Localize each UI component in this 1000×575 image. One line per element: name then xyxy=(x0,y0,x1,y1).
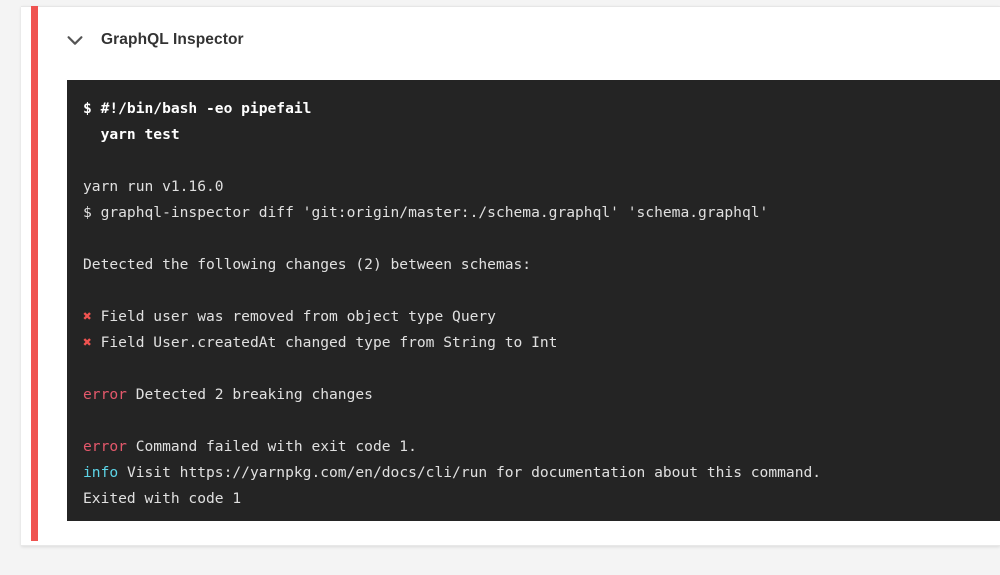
page-title: GraphQL Inspector xyxy=(101,31,244,49)
terminal-token-plain: Detected the following changes (2) betwe… xyxy=(83,256,532,273)
terminal-line-blank-4 xyxy=(83,356,1000,382)
terminal-token-bold: $ #!/bin/bash -eo pipefail xyxy=(83,100,312,117)
terminal-line-change-1: ✖ Field user was removed from object typ… xyxy=(83,304,1000,330)
terminal-token-error: error xyxy=(83,386,127,403)
terminal-line-blank-2 xyxy=(83,226,1000,252)
terminal-line-cmd-yarn-test: yarn test xyxy=(83,122,1000,148)
terminal-lines: $ #!/bin/bash -eo pipefail yarn test yarn… xyxy=(83,96,1000,512)
terminal-line-blank-3 xyxy=(83,278,1000,304)
terminal-token-plain: yarn run v1.16.0 xyxy=(83,178,224,195)
terminal-line-blank-1 xyxy=(83,148,1000,174)
terminal-line-out-exited: Exited with code 1 xyxy=(83,486,1000,512)
terminal-token-error: error xyxy=(83,438,127,455)
terminal-token-plain: $ graphql-inspector diff 'git:origin/mas… xyxy=(83,204,769,221)
terminal-line-err-command-failed: error Command failed with exit code 1. xyxy=(83,434,1000,460)
terminal-token-cross: ✖ xyxy=(83,334,92,351)
chevron-down-icon[interactable] xyxy=(62,27,88,53)
terminal-token-bold: yarn test xyxy=(83,126,180,143)
terminal-token-plain: Detected 2 breaking changes xyxy=(126,386,373,403)
terminal-token-plain: Visit https://yarnpkg.com/en/docs/cli/ru… xyxy=(118,464,822,481)
terminal-token-cross: ✖ xyxy=(83,308,92,325)
terminal-token-plain: Command failed with exit code 1. xyxy=(126,438,417,455)
terminal-line-cmd-shebang: $ #!/bin/bash -eo pipefail xyxy=(83,96,1000,122)
terminal-line-out-inspector-diff: $ graphql-inspector diff 'git:origin/mas… xyxy=(83,200,1000,226)
terminal-token-info: info xyxy=(83,464,119,481)
terminal-token-plain: Exited with code 1 xyxy=(83,490,242,507)
terminal-output-panel[interactable]: $ #!/bin/bash -eo pipefail yarn test yarn… xyxy=(67,80,1000,521)
terminal-line-out-detected-changes: Detected the following changes (2) betwe… xyxy=(83,252,1000,278)
terminal-line-blank-5 xyxy=(83,408,1000,434)
terminal-line-out-yarn-version: yarn run v1.16.0 xyxy=(83,174,1000,200)
terminal-token-plain: Field User.createdAt changed type from S… xyxy=(91,334,558,351)
terminal-token-plain: Field user was removed from object type … xyxy=(91,308,496,325)
terminal-line-err-breaking-count: error Detected 2 breaking changes xyxy=(83,382,1000,408)
build-step-header[interactable]: GraphQL Inspector xyxy=(38,6,1000,74)
terminal-line-info-visit-docs: info Visit https://yarnpkg.com/en/docs/c… xyxy=(83,460,1000,486)
status-accent-bar xyxy=(31,6,38,541)
terminal-line-change-2: ✖ Field User.createdAt changed type from… xyxy=(83,330,1000,356)
